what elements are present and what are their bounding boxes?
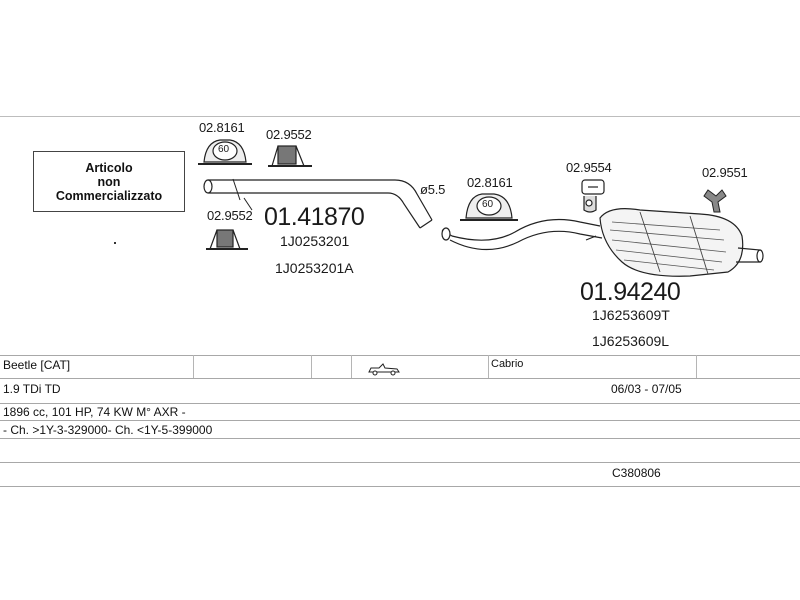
rear-silencer-ref-2: 1J6253609L (592, 333, 670, 349)
table-row-divider (0, 462, 800, 463)
not-sold-line-2: non (97, 174, 121, 189)
vehicle-spec: 1896 cc, 101 HP, 74 KW M° AXR - (3, 405, 186, 419)
rear-silencer-drawing[interactable] (441, 208, 764, 277)
dot-mark (114, 242, 116, 244)
vehicle-years: 06/03 - 07/05 (611, 382, 682, 396)
not-sold-note: Articolo non Commercializzato (33, 151, 185, 212)
ring-label-right: 60 (482, 199, 494, 210)
table-column-divider (193, 355, 194, 378)
bracket-mount-bottom[interactable] (206, 229, 248, 250)
ring-label-left: 60 (218, 144, 230, 155)
rubber-ring-mount-left[interactable] (198, 139, 252, 165)
part-label-mount-a[interactable]: 02.8161 (199, 120, 245, 135)
convertible-car-icon (368, 363, 400, 376)
middle-silencer-ref-1: 1J0253201 (280, 233, 350, 249)
part-label-mount-f[interactable]: 02.9551 (702, 165, 748, 180)
hanger-mount-9554[interactable] (581, 179, 605, 213)
part-label-mount-d[interactable]: 02.8161 (467, 175, 513, 190)
vehicle-body: Cabrio (491, 358, 524, 370)
table-row-divider (0, 403, 800, 404)
not-sold-line-1: Articolo (85, 160, 133, 175)
catalog-code: C380806 (612, 466, 661, 480)
middle-pipe-drawing[interactable] (203, 178, 433, 229)
table-column-divider (311, 355, 312, 378)
table-row-divider (0, 438, 800, 439)
rear-silencer-ref-1: 1J6253609T (592, 307, 670, 323)
vehicle-chassis: - Ch. >1Y-3-329000- Ch. <1Y-5-399000 (3, 423, 213, 437)
rubber-ring-mount-right[interactable] (460, 193, 518, 221)
rear-silencer-part-number[interactable]: 01.94240 (580, 278, 681, 306)
table-row-divider (0, 378, 800, 379)
table-column-divider (351, 355, 352, 378)
table-row-divider (0, 486, 800, 487)
rubber-hanger-9551[interactable] (703, 189, 727, 213)
diagram-frame (0, 116, 800, 489)
vehicle-model: Beetle [CAT] (3, 358, 71, 372)
part-label-mount-b[interactable]: 02.9552 (266, 127, 312, 142)
diameter-label: ø5.5 (420, 182, 446, 197)
not-sold-line-3: Commercializzato (55, 188, 163, 203)
table-column-divider (488, 355, 489, 378)
part-label-mount-c[interactable]: 02.9552 (207, 208, 253, 223)
bracket-mount-top[interactable] (268, 145, 312, 167)
table-column-divider (696, 355, 697, 378)
exhaust-system-diagram (198, 139, 764, 277)
middle-silencer-part-number[interactable]: 01.41870 (264, 203, 365, 231)
vehicle-engine: 1.9 TDi TD (3, 382, 61, 396)
table-row-divider (0, 420, 800, 421)
table-row-divider (0, 355, 800, 356)
middle-silencer-ref-2: 1J0253201A (275, 260, 354, 276)
part-label-mount-e[interactable]: 02.9554 (566, 160, 612, 175)
